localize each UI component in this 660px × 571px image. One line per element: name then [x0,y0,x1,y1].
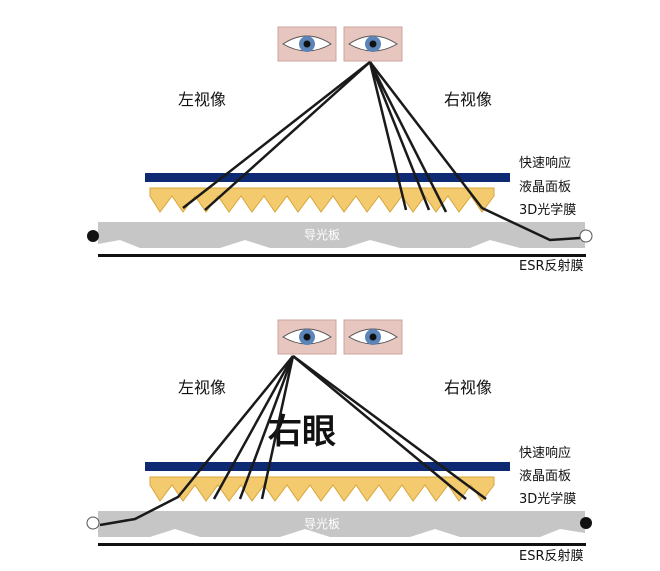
light-rays-bottom [99,354,487,527]
right-eye-icon [343,26,403,62]
left-view-label: 左视像 [178,378,226,397]
led-left-off [87,230,99,242]
left-eye-icon [277,319,337,355]
light-guide-label: 导光板 [304,517,340,531]
panel-bottom: 左视像 右视像 右眼 导光板 快速响应 液晶面板 3D光学膜 ESR反射膜 [86,319,592,564]
3d-film-label: 3D光学膜 [519,491,576,507]
prism-film [149,187,495,213]
prism-film [149,476,495,502]
lcd-panel [145,173,510,182]
lcd-label: 液晶面板 [519,180,571,195]
led-right-off [580,517,592,529]
panel-top: 左视像 右视像 导光板 快速响应 液晶面板 3D光学膜 ESR反射膜 [87,26,593,274]
light-guide-plate [98,511,585,537]
led-right-on [579,229,593,243]
eyes-top [277,26,403,62]
fast-response-label: 快速响应 [519,445,571,461]
left-view-label: 左视像 [178,90,226,109]
left-eye-icon [277,26,337,62]
right-view-label: 右视像 [444,378,492,397]
eyes-bottom [277,319,403,355]
led-left-on [86,516,100,530]
fast-response-label: 快速响应 [519,155,571,171]
light-rays-top [182,61,581,242]
light-guide-label: 导光板 [304,228,340,242]
lcd-label: 液晶面板 [519,469,571,484]
right-eye-highlight-label: 右眼 [268,412,336,452]
right-view-label: 右视像 [444,90,492,109]
lcd-panel [145,462,510,471]
right-eye-icon [343,319,403,355]
3d-film-label: 3D光学膜 [519,202,576,218]
esr-label: ESR反射膜 [519,258,584,274]
esr-film [98,254,586,257]
light-guide-plate [98,222,585,248]
esr-label: ESR反射膜 [519,548,584,564]
esr-film [98,543,586,546]
